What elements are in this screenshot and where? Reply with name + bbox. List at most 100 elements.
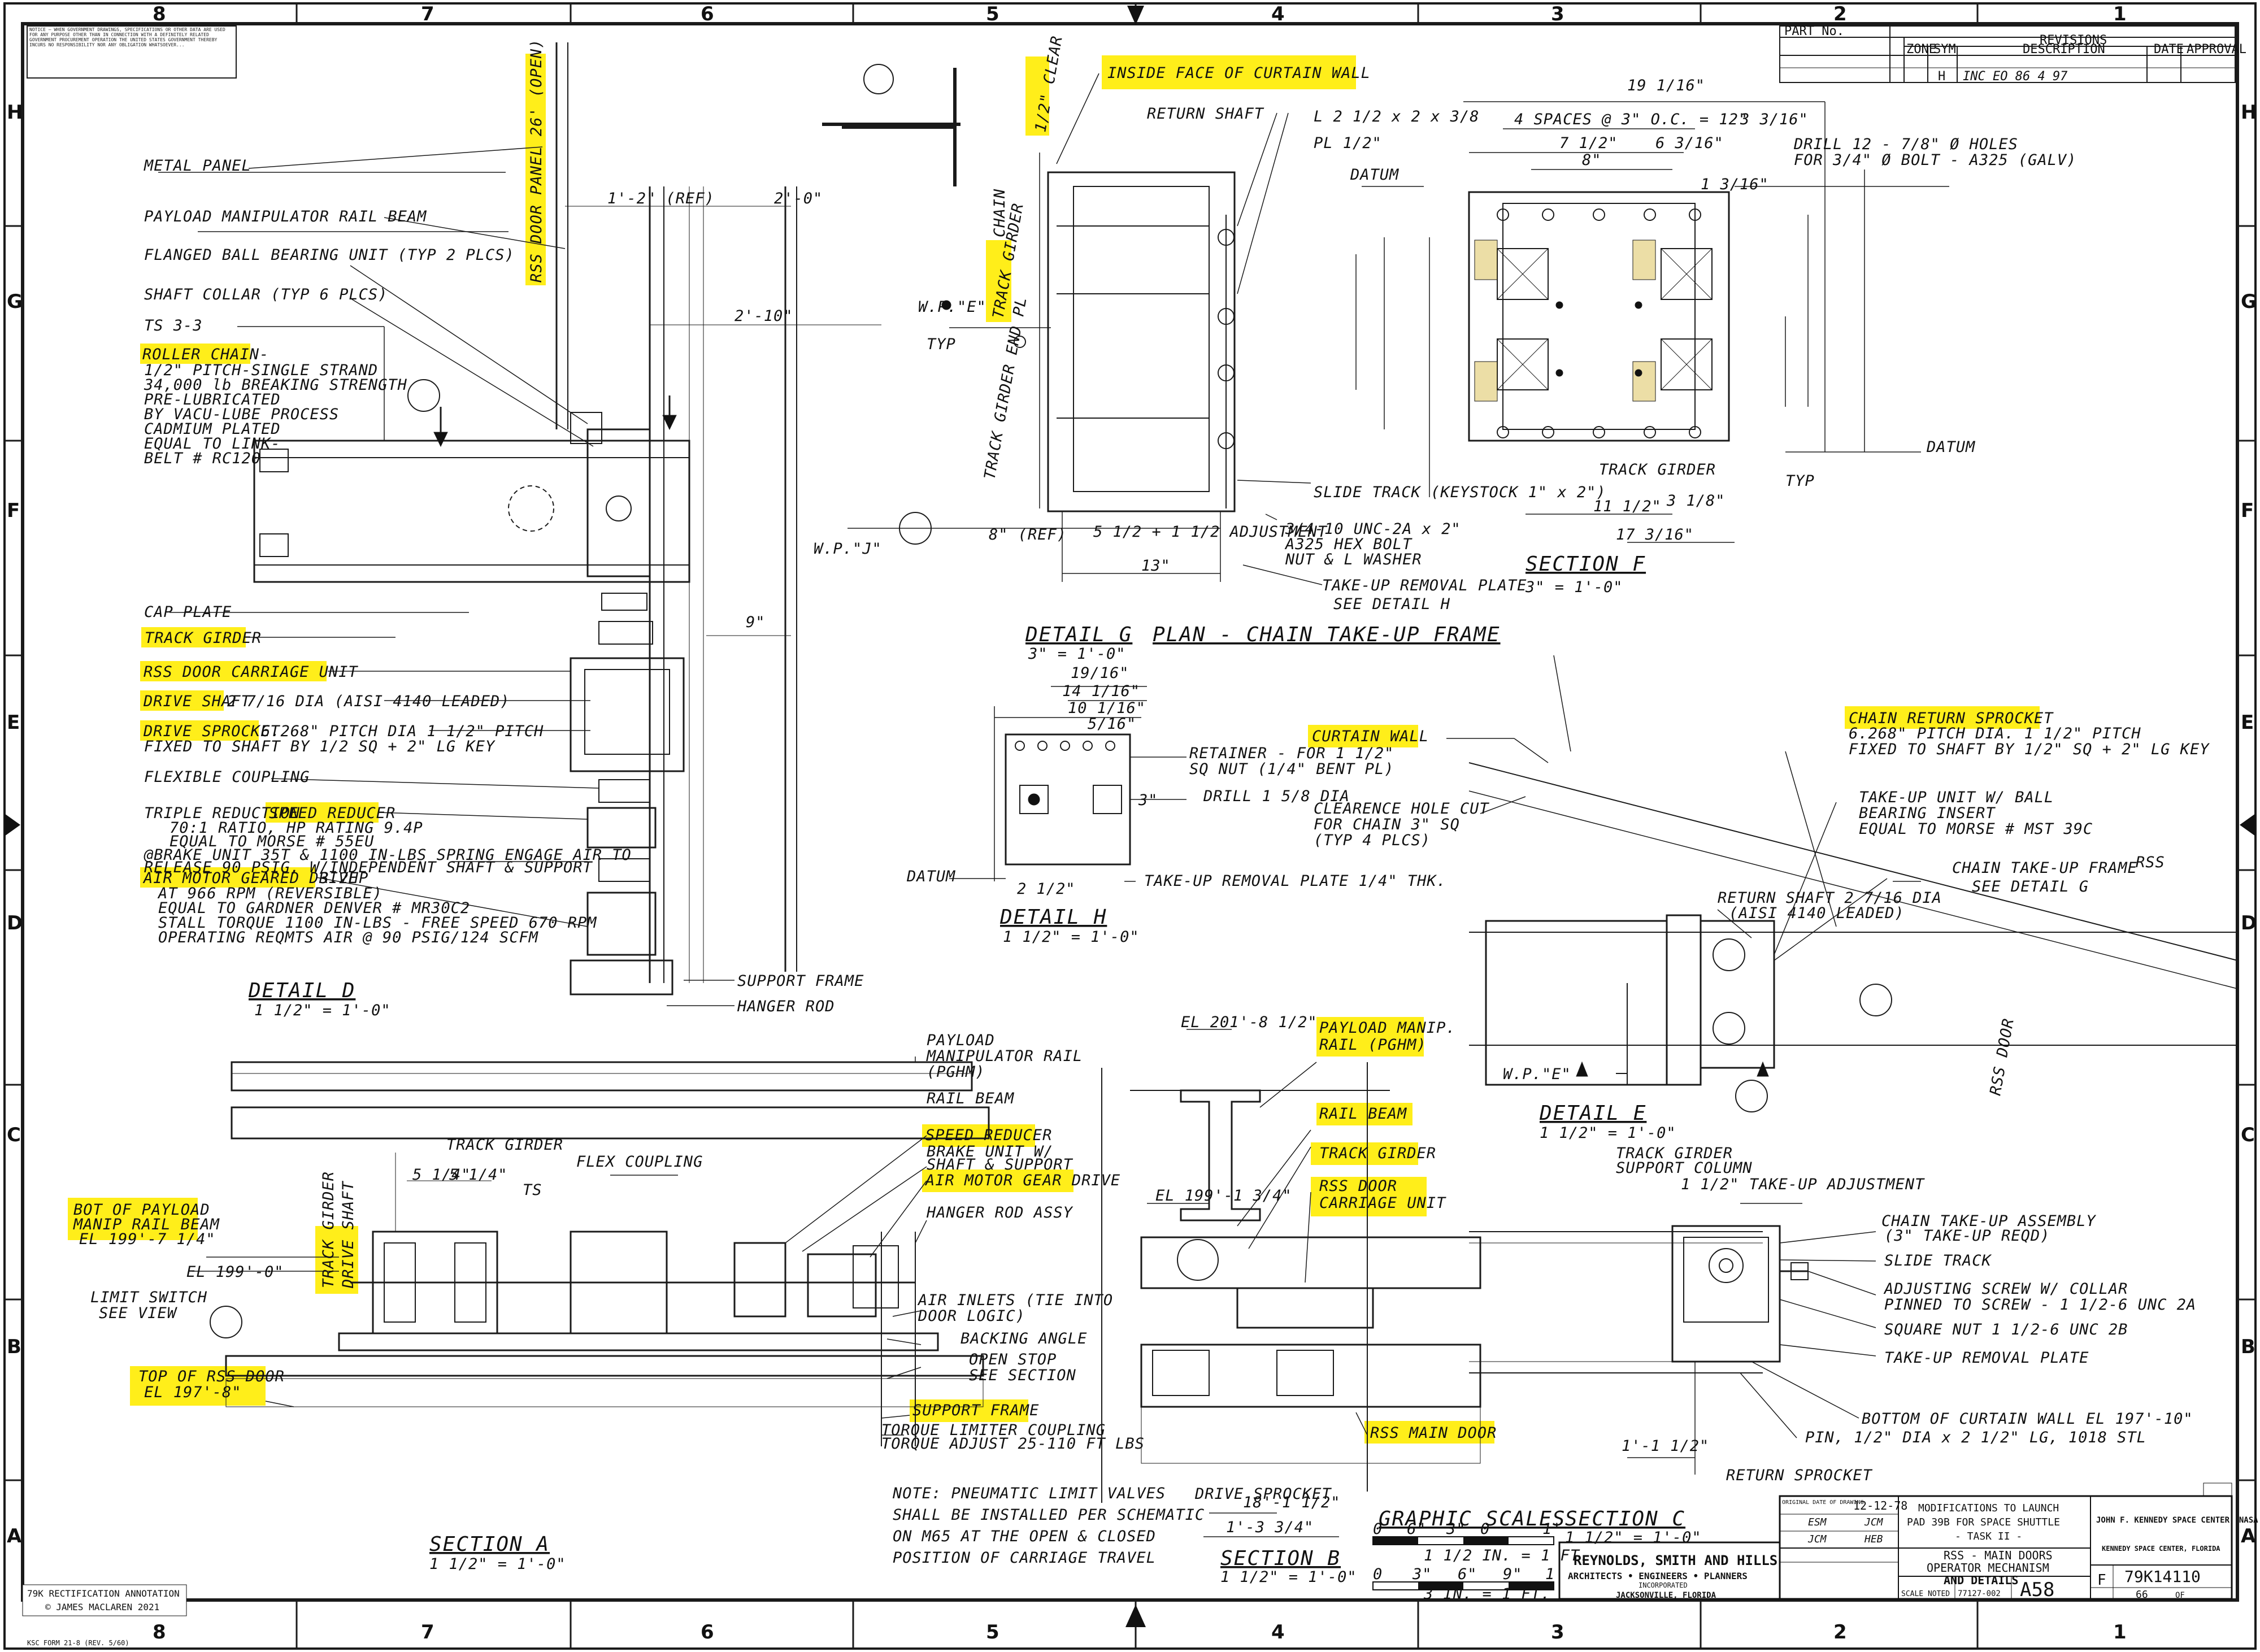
detail-g-scale: 3" = 1'-0" [1028, 645, 1126, 663]
section-f-geometry [1355, 101, 1949, 543]
label-chain-frame: CHAIN TAKE-UP FRAME [1952, 859, 2137, 877]
label-roller-spec: CADMIUM PLATED [144, 420, 281, 438]
label-speed-reducer: SPEED REDUCER [269, 805, 395, 822]
detail-e-geometry [1446, 655, 2238, 1112]
rev-col-sym: SYM [1933, 42, 1956, 56]
dim-sf: 3 3/16" [1740, 111, 1809, 128]
scale-tick: 3" [1412, 1566, 1432, 1583]
label-take-up-unit: EQUAL TO MORSE # MST 39C [1859, 820, 2093, 838]
label-drill: FOR 3/4" Ø BOLT - A325 (GALV) [1794, 151, 2076, 169]
label-drive-sprocket-spec: 6.268" PITCH DIA 1 1/2" PITCH [261, 723, 544, 740]
label-air-motor-spec: 3.2HP [319, 870, 368, 887]
highlights [68, 54, 2040, 1444]
label-datum: DATUM [906, 868, 956, 885]
detail-g-subtitle: PLAN - CHAIN TAKE-UP FRAME [1153, 623, 1501, 646]
project-line: MODIFICATIONS TO LAUNCH [1918, 1502, 2059, 1514]
label-datum: DATUM [1926, 438, 1976, 456]
title-block-text: REYNOLDS, SMITH AND HILLS ARCHITECTS • E… [1568, 1499, 2258, 1601]
label-drill: DRILL 1 5/8 DIA [1203, 788, 1350, 805]
label-drill: DRILL 12 - 7/8" Ø HOLES [1793, 136, 2018, 153]
detail-h-geometry [949, 686, 1186, 882]
row-label: B [2241, 1336, 2255, 1358]
col-label: 5 [986, 1621, 999, 1644]
section-a-title: SECTION A [429, 1533, 550, 1556]
label-take-up-plate: TAKE-UP REMOVAL PLATE [1322, 577, 1527, 594]
label-speed-reducer: SPEED REDUCER [925, 1127, 1052, 1144]
col-label: 7 [421, 3, 434, 25]
section-f-labels: 19 1/16" 4 SPACES @ 3" O.C. = 12" 7 1/2"… [1514, 77, 2076, 596]
label-torque: TORQUE LIMITER COUPLING [881, 1421, 1106, 1439]
dim-sf: 8" [1582, 151, 1602, 169]
dim-sf: 3 1/8" [1666, 492, 1726, 510]
detail-d-geometry [158, 42, 957, 1006]
label-drive-shaft-spec: 2 7/16 DIA (AISI 4140 LEADED) [227, 693, 510, 710]
row-label: A [7, 1525, 22, 1547]
col-label: 4 [1271, 1621, 1285, 1644]
row-label: D [2241, 912, 2257, 934]
label-hanger: HANGER ROD ASSY [926, 1204, 1074, 1221]
label-open-stop: OPEN STOP [969, 1351, 1057, 1368]
note-line: POSITION OF CARRIAGE TRAVEL [893, 1549, 1156, 1567]
revisions-table: PART No. REVISIONS ZONE SYM DESCRIPTION … [1779, 24, 2246, 84]
label-roller-spec: BY VACU-LUBE PROCESS [144, 406, 339, 423]
size: F [2097, 1572, 2106, 1589]
scales-title: GRAPHIC SCALES [1379, 1507, 1566, 1531]
section-a-scale: 1 1/2" = 1'-0" [429, 1555, 566, 1573]
label-typ: TYP [1785, 472, 1815, 490]
label-brake: SHAFT & SUPPORT [927, 1156, 1074, 1173]
section-c-labels: TRACK GIRDER SUPPORT COLUMN 1 1/2" TAKE-… [1565, 1145, 2196, 1546]
scale-three: 3 IN. = 1 FT. [1423, 1585, 1550, 1603]
note-line: NOTE: PNEUMATIC LIMIT VALVES [892, 1485, 1166, 1502]
scale-tick: 1' [1542, 1520, 1562, 1538]
label-take-up-unit: TAKE-UP UNIT W/ BALL [1859, 789, 2054, 806]
dim-h: 14 1/16" [1062, 682, 1140, 700]
label-bot-payload: EL 199'-7 1/4" [79, 1231, 216, 1248]
label-payload-rail: PAYLOAD MANIP. [1319, 1019, 1456, 1037]
scale-tick: 6" [1458, 1566, 1477, 1583]
detail-d-title: DETAIL D [248, 979, 355, 1002]
grid-labels: 8 7 6 5 4 3 2 1 8 7 6 5 4 3 2 1 H G F E … [7, 3, 2257, 1644]
project-line: PAD 39B FOR SPACE SHUTTLE [1907, 1516, 2060, 1528]
dim-12-ref: 1'-2" (REF) [607, 190, 715, 207]
label-air-motor-spec: OPERATING REQMTS AIR @ 90 PSIG/124 SCFM [158, 929, 539, 946]
label-rail-beam: PAYLOAD MANIPULATOR RAIL BEAM [144, 208, 427, 225]
annotation-line: 79K RECTIFICATION ANNOTATION [27, 1588, 180, 1599]
detail-g-title: DETAIL G [1025, 623, 1132, 646]
col-label: 7 [421, 1621, 434, 1644]
label-return-shaft: RETURN SHAFT 2 7/16 DIA [1718, 889, 1942, 907]
label-air-motor: AIR MOTOR GEARED DRIVE [142, 870, 358, 887]
rev-col-approval: APPROVAL [2187, 42, 2246, 56]
label-take-up-unit: BEARING INSERT [1859, 805, 1996, 822]
col-label: 4 [1271, 3, 1285, 25]
col-label: 1 [2113, 1621, 2127, 1644]
dim-sa: 5 1/4" [449, 1166, 508, 1184]
label-payload-rail: (PGHM) [927, 1063, 985, 1081]
take-up-elevation [822, 73, 1323, 585]
ksc-form: KSC FORM 21-8 (REV. 5/60) [27, 1639, 129, 1647]
row-label: E [7, 711, 20, 734]
dim-h: 2 1/2" [1017, 880, 1076, 898]
label-top-rss: EL 197'-8" [144, 1384, 242, 1401]
drafted: ESM [1808, 1516, 1827, 1528]
col-label: 2 [1833, 1621, 1847, 1644]
label-roller-spec: EQUAL TO LINK- [144, 435, 281, 453]
dim-sf: 6 3/16" [1655, 134, 1724, 152]
label-torque: TORQUE ADJUST 25-110 FT LBS [881, 1435, 1145, 1453]
label-drive-tag: DRIVE SHAFT [340, 1180, 357, 1289]
dim-h: 3" [1138, 792, 1158, 809]
label-plate: TAKE-UP REMOVAL PLATE [1884, 1349, 2089, 1367]
col-label: 6 [701, 1621, 714, 1644]
rev-col-desc: DESCRIPTION [2023, 42, 2105, 56]
dim-sf: 7 1/2" [1559, 134, 1618, 152]
label-datum: DATUM [1350, 166, 1400, 184]
section-a-labels: TRACK GIRDER FLEX COUPLING TS 5 1/4" 5 1… [73, 1032, 1145, 1573]
col-label: 1 [2113, 3, 2127, 25]
label-roller-spec: 1/2" PITCH-SINGLE STRAND [144, 362, 378, 379]
col-label: 3 [1551, 3, 1564, 25]
label-roller-spec: 34,000 lb BREAKING STRENGTH [144, 376, 407, 394]
rev-col-date: DATE [2154, 42, 2184, 56]
title-block [1558, 1483, 2233, 1600]
label-payload-rail: MANIPULATOR RAIL [926, 1047, 1083, 1065]
pneumatic-note: NOTE: PNEUMATIC LIMIT VALVES SHALL BE IN… [892, 1485, 1204, 1567]
label-flex-coupling: FLEXIBLE COUPLING [144, 768, 310, 786]
